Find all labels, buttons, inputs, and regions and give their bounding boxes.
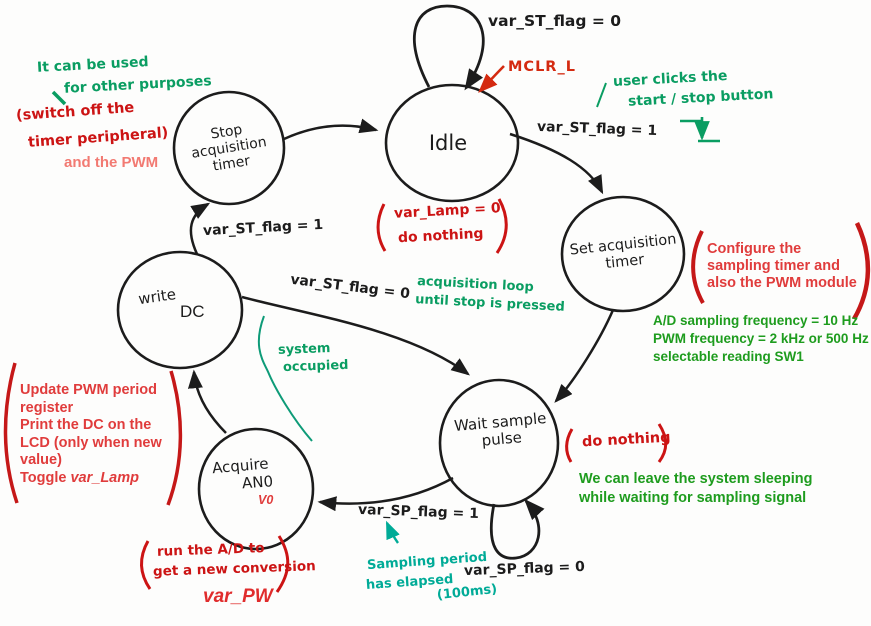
- state-set-line2: timer: [604, 251, 645, 272]
- run-ad-paren-left: [140, 540, 152, 590]
- run-ad-paren-right: [275, 535, 290, 593]
- edge-write-to-stop: [189, 202, 211, 255]
- configure-line3: also the PWM module: [707, 275, 857, 291]
- freq-line2: PWM frequency = 2 kHz or 500 Hz: [653, 331, 869, 346]
- and-the-pwm-note: and the PWM: [64, 154, 159, 171]
- state-write-typed: DC: [180, 302, 205, 322]
- edge-acquire-to-write: [187, 369, 227, 434]
- state-circle-set-acquisition-timer: [560, 195, 686, 313]
- state-circle-stop-acquisition-timer: [172, 90, 286, 206]
- idle-action-paren-left: [376, 203, 387, 252]
- edge-stop-to-idle: [283, 118, 379, 141]
- state-label-stop-acquisition-timer: Stop acquisition timer: [166, 98, 292, 199]
- edge-wait-to-acquire: [317, 476, 454, 512]
- edge-write-to-wait: [241, 295, 470, 376]
- edge-set-to-wait: [554, 309, 615, 403]
- toggle-prefix: Toggle: [20, 469, 71, 486]
- update-line3: Print the DC on the: [20, 417, 152, 433]
- user-clicks-tick: [596, 82, 607, 108]
- mclr-arrow: [478, 65, 505, 93]
- system-occupied-line2: occupied: [282, 357, 349, 376]
- idle-action-paren-right: [495, 198, 508, 254]
- state-label-wait-sample-pulse: Wait sample pulse: [440, 399, 562, 463]
- frequencies-note: A/D sampling frequency = 10 Hz PWM frequ…: [653, 312, 869, 366]
- state-circle-wait-sample-pulse: [438, 378, 560, 508]
- system-occupied-brace: [257, 315, 313, 442]
- configure-line2: sampling timer and: [707, 258, 840, 274]
- var-pw-note: var_PW: [203, 586, 273, 607]
- green-marks: [51, 82, 720, 544]
- state-circle-write-dc: [116, 250, 244, 370]
- idle-self-loop: [413, 4, 485, 91]
- state-circle-idle: [384, 83, 520, 203]
- state-wait-line2: pulse: [480, 428, 523, 450]
- freq-line1: A/D sampling frequency = 10 Hz: [653, 313, 859, 328]
- update-line4: LCD (only when new: [20, 434, 162, 451]
- configure-line1: Configure the: [707, 241, 802, 257]
- sleeping-line1: We can leave the system sleeping: [579, 471, 813, 487]
- sleeping-note: We can leave the system sleeping while w…: [579, 470, 812, 507]
- freq-line3: selectable reading SW1: [653, 349, 804, 364]
- state-acquire-line2: AN0: [241, 472, 274, 493]
- state-acquire-v0-note: V0: [258, 492, 274, 507]
- update-pwm-note: Update PWM period register Print the DC …: [20, 382, 162, 487]
- configure-paren-right: [852, 222, 871, 321]
- sleeping-line2: while waiting for sampling signal: [579, 489, 807, 506]
- wait-self-loop: [489, 498, 545, 560]
- system-occupied-line1: system: [277, 341, 331, 358]
- state-label-acquire-an0: Acquire AN0 V0: [206, 454, 310, 507]
- configure-note: Configure the sampling timer and also th…: [707, 241, 865, 292]
- state-circle-acquire-an0: [197, 427, 315, 551]
- edge-idle-to-set: [509, 132, 604, 195]
- state-label-idle: Idle: [388, 120, 508, 166]
- update-line1: Update PWM period: [20, 382, 157, 398]
- self-loops: [413, 4, 545, 560]
- transitions: [187, 118, 615, 512]
- update-paren-right: [166, 370, 183, 506]
- update-paren-left: [3, 362, 19, 504]
- do-nothing-paren-left: [565, 428, 574, 463]
- mclr-note: MCLR_L: [508, 59, 576, 75]
- state-circles: [116, 83, 686, 551]
- update-line5: value): [20, 452, 62, 468]
- state-label-write-dc: write DC: [132, 284, 242, 322]
- do-nothing-paren-right: [657, 423, 668, 463]
- red-marks: [3, 65, 871, 593]
- edge-label-idle-self: var_ST_flag = 0: [488, 12, 622, 30]
- other-purposes-tick: [51, 90, 67, 106]
- falling-edge-icon: [680, 117, 720, 143]
- toggle-var-lamp: var_Lamp: [70, 469, 139, 486]
- state-idle-label: Idle: [428, 130, 468, 155]
- sampling-period-arrow: [385, 520, 400, 544]
- update-line6: Toggle var_Lamp: [20, 470, 162, 488]
- configure-paren-left: [691, 230, 705, 304]
- update-line2: register: [20, 399, 74, 416]
